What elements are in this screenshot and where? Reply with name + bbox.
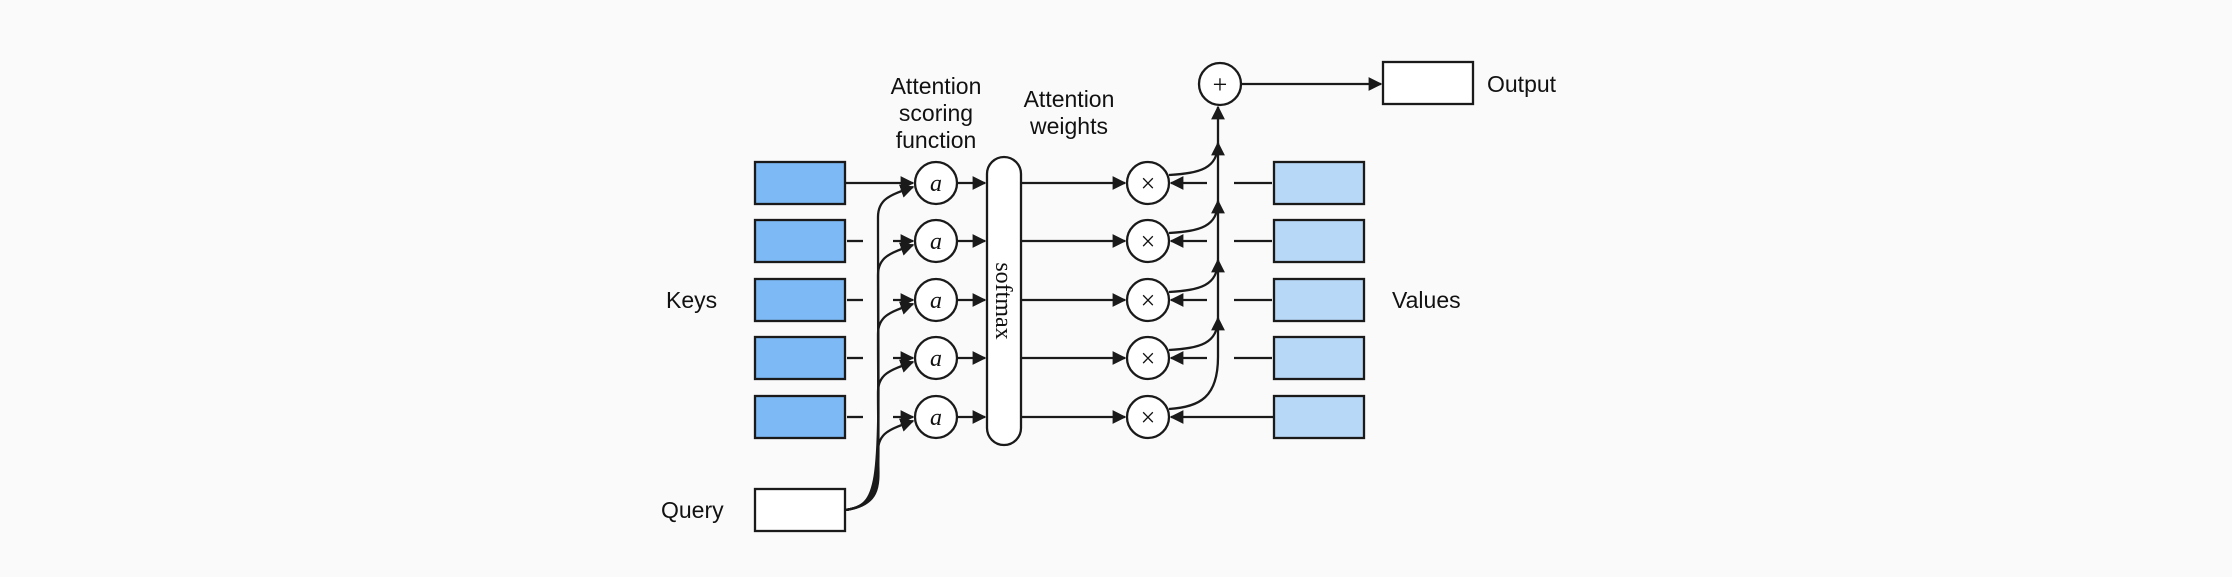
score-symbol-5: a	[930, 405, 942, 431]
score-symbol-3: a	[930, 288, 942, 314]
score-symbol-4: a	[930, 346, 942, 372]
value-box-4	[1272, 335, 1366, 381]
softmax-label: softmax	[990, 262, 1016, 339]
wire-multiply-to-sum-4	[1168, 316, 1225, 352]
values-label: Values	[1392, 287, 1461, 313]
key-boxes	[753, 160, 847, 440]
query-label: Query	[661, 497, 724, 523]
scoring-function-label-line-3: function	[896, 127, 977, 153]
multiply-node-3	[1125, 277, 1171, 323]
key-box-5	[753, 394, 847, 440]
wire-query-to-score-5	[844, 418, 915, 512]
connection-wires	[844, 77, 1383, 512]
scoring-function-label-line-1: Attention	[891, 73, 982, 99]
multiply-node-4	[1125, 335, 1171, 381]
wire-multiply-to-sum-5	[1168, 356, 1220, 411]
query-box	[753, 487, 847, 533]
key-box-3	[753, 277, 847, 323]
wire-multiply-to-sum-2	[1168, 199, 1225, 235]
key-box-4	[753, 335, 847, 381]
output-label: Output	[1487, 71, 1557, 97]
sum-symbol: +	[1213, 70, 1228, 99]
keys-label: Keys	[666, 287, 717, 313]
multiply-node-5	[1125, 394, 1171, 440]
scoring-function-label-line-2: scoring	[899, 100, 973, 126]
score-symbol-1: a	[930, 171, 942, 197]
attention-weights-label-line-2: weights	[1029, 113, 1108, 139]
wire-query-to-score-4	[844, 359, 915, 512]
wire-multiply-to-sum-3	[1168, 258, 1225, 294]
multiply-symbol-5: ×	[1141, 403, 1156, 432]
value-box-1	[1272, 160, 1366, 206]
score-symbol-2: a	[930, 229, 942, 255]
multiply-symbol-1: ×	[1141, 169, 1156, 198]
wire-multiply-to-sum-1	[1168, 141, 1225, 177]
multiply-symbol-3: ×	[1141, 286, 1156, 315]
key-box-1	[753, 160, 847, 206]
multiply-node-1	[1125, 160, 1171, 206]
value-box-5	[1272, 394, 1366, 440]
attention-weights-label-line-1: Attention	[1024, 86, 1115, 112]
multiply-symbol-2: ×	[1141, 227, 1156, 256]
value-box-2	[1272, 218, 1366, 264]
value-boxes	[1272, 160, 1366, 440]
multiply-node-2	[1125, 218, 1171, 264]
multiply-nodes: × × × × ×	[1125, 160, 1171, 440]
output-box	[1381, 60, 1475, 106]
value-box-3	[1272, 277, 1366, 323]
key-box-2	[753, 218, 847, 264]
multiply-symbol-4: ×	[1141, 344, 1156, 373]
score-nodes: a a a a a	[913, 160, 959, 440]
